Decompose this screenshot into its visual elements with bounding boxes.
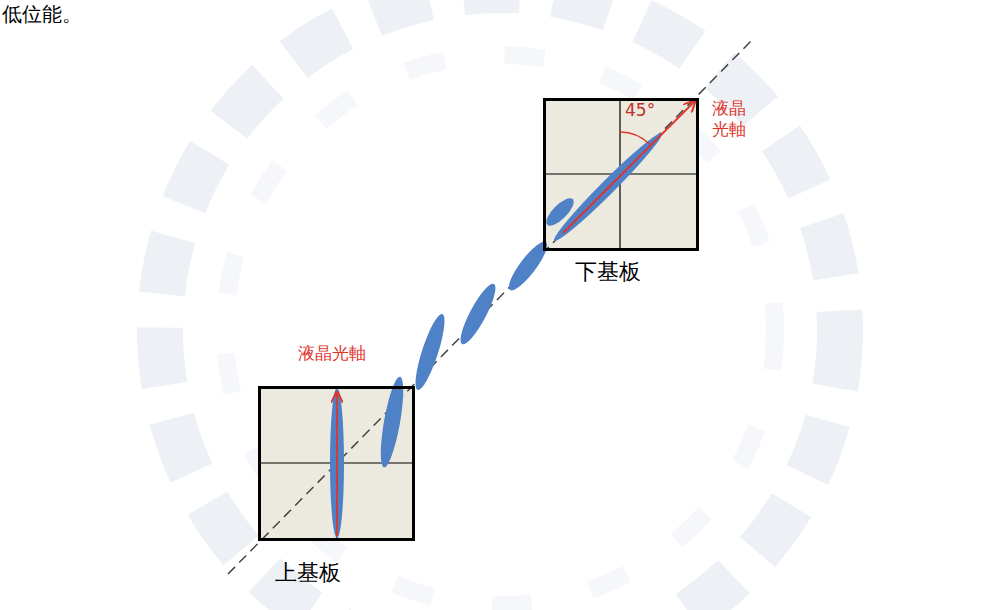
dashed-axis [228,40,752,574]
substrate-box: 上基板 [258,386,415,541]
crosshair [336,389,337,538]
lc-molecule [455,280,501,348]
angle-label: 45° [625,100,655,121]
optic-axis-arrow [336,392,338,536]
substrate-label: 上基板 [275,559,341,587]
lc-molecule [410,311,450,392]
angle-arc [620,132,650,144]
optic-axis-arrow [563,101,695,233]
axis-label: 液晶光軸 [298,343,366,364]
substrate-label: 下基板 [575,258,641,286]
substrate-box: 下基板 [543,98,699,251]
lc-molecules [330,128,667,538]
watermark [160,0,840,610]
axis-label: 液晶 光軸 [712,98,751,141]
lc-molecule [330,388,344,538]
body-text: 低位能。 [2,2,82,27]
substrate-fill [546,101,696,248]
lc-molecule [376,375,408,468]
